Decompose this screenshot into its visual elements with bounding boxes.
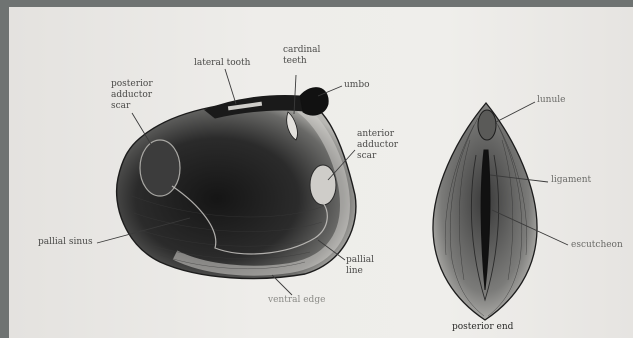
label-anterior-adductor-scar-line1: anterior [357,129,398,140]
label-posterior-adductor-scar-line1: posterior [111,79,153,90]
label-anterior-adductor-scar: anterior adductor scar [357,129,398,162]
label-ligament: ligament [551,175,591,186]
label-lateral-tooth: lateral tooth [194,58,250,69]
label-cardinal-teeth-line1: cardinal [283,45,320,56]
label-pallial-line-line1: pallial [346,255,374,266]
label-cardinal-teeth-line2: teeth [283,56,320,67]
label-posterior-end: posterior end [452,322,513,333]
label-pallial-line: pallial line [346,255,374,277]
label-cardinal-teeth: cardinal teeth [283,45,320,67]
label-pallial-line-line2: line [346,266,374,277]
label-escutcheon: escutcheon [571,240,623,251]
label-lunule: lunule [537,95,565,106]
label-umbo: umbo [344,80,370,91]
label-anterior-adductor-scar-line2: adductor [357,140,398,151]
label-posterior-adductor-scar-line2: adductor [111,90,153,101]
umbo-mark [300,88,328,115]
anterior-adductor-scar [310,165,336,205]
leader-lunule [496,102,535,122]
label-ventral-edge: ventral edge [268,295,325,306]
label-posterior-adductor-scar-line3: scar [111,101,153,112]
right-shell-dorsal [433,103,537,320]
lunule-mark [478,110,496,140]
label-anterior-adductor-scar-line3: scar [357,151,398,162]
label-pallial-sinus: pallial sinus [38,237,93,248]
leader-ventral-edge [272,275,292,295]
left-valve-interior [117,88,356,279]
label-posterior-adductor-scar: posterior adductor scar [111,79,153,112]
leader-lateral-tooth [225,69,236,104]
